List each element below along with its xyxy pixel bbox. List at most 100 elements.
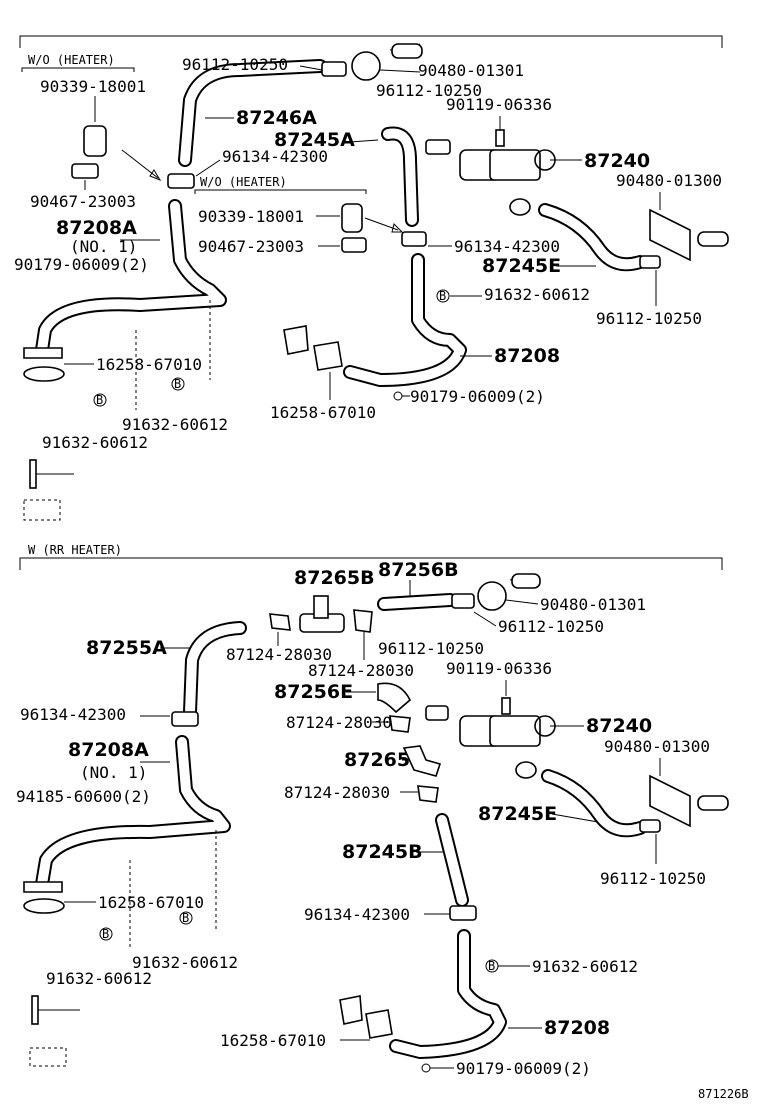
part-96112-10250-bot-a: 96112-10250 (498, 617, 604, 636)
part-91632-60612-bot-left: 91632-60612 (46, 969, 152, 988)
part-87208A-no: (NO. 1) (70, 237, 137, 256)
pipe-87208 (343, 253, 467, 387)
stud-top (29, 459, 37, 489)
part-90467-23003-left: 90467-23003 (30, 192, 136, 211)
part-16258-67010-left: 16258-67010 (96, 355, 202, 374)
gasket-16258-bot-right (365, 1009, 393, 1039)
clamp-96134-bot-a (171, 711, 199, 727)
gasket-16258-bot-left (23, 898, 65, 914)
part-96112-10250-a: 96112-10250 (182, 55, 288, 74)
bottom-section: W (RR HEATER) 87265B 87256B 90480-01301 … (16, 543, 749, 1101)
part-87124-28030-c: 87124-28030 (286, 713, 392, 732)
hose-87256E (377, 682, 411, 714)
part-87240-bot: 87240 (586, 715, 652, 737)
elbow-87265 (402, 745, 442, 777)
part-87208A: 87208A (56, 217, 137, 239)
valve-87240-bot (459, 697, 556, 779)
bolt-mark-top-a (171, 377, 185, 391)
part-96112-10250-bot-c: 96112-10250 (600, 869, 706, 888)
part-91632-60612-bot-right: 91632-60612 (532, 957, 638, 976)
part-87256E: 87256E (274, 681, 353, 703)
part-87208-bot: 87208 (544, 1017, 610, 1039)
clamp-87124-d (417, 785, 439, 803)
part-87245A: 87245A (274, 129, 355, 151)
svg-text:B: B (488, 959, 495, 973)
part-91632-60612-bot-mid: 91632-60612 (132, 953, 238, 972)
part-96134-42300-b: 96134-42300 (454, 237, 560, 256)
part-90179-06009-bot: 90179-06009(2) (456, 1059, 591, 1078)
part-87246A: 87246A (236, 107, 317, 129)
clamp-87124-a (269, 613, 291, 631)
part-87265B: 87265B (294, 567, 375, 589)
gasket-flange-top-right (283, 325, 309, 355)
part-91632-60612-left: 91632-60612 (42, 433, 148, 452)
gasket-16258-right (313, 341, 343, 371)
w-rr-heater-label: W (RR HEATER) (28, 543, 122, 557)
cap-90339-mid (341, 203, 363, 233)
part-16258-67010-bot-left: 16258-67010 (98, 893, 204, 912)
part-87255A: 87255A (86, 637, 167, 659)
clamp-96112-bot-b (425, 705, 449, 721)
part-90119-06336-bot: 90119-06336 (446, 659, 552, 678)
top-section: W/O (HEATER) 90339-18001 90467-23003 961… (14, 35, 729, 521)
plug-90480-01301 (351, 51, 381, 81)
part-87208A-no-bot: (NO. 1) (80, 763, 147, 782)
part-90339-18001-left: 90339-18001 (40, 77, 146, 96)
part-87256B: 87256B (378, 559, 459, 581)
part-16258-67010-bot-right: 16258-67010 (220, 1031, 326, 1050)
part-96112-10250-c: 96112-10250 (596, 309, 702, 328)
top-frame (19, 35, 723, 48)
clamp-96134-top (167, 173, 195, 189)
wo-heater-mid-label: W/O (HEATER) (200, 175, 287, 189)
clamp-96134-b (401, 231, 427, 247)
part-90480-01301-bot: 90480-01301 (540, 595, 646, 614)
bolt-mark-bot-b (99, 927, 113, 941)
svg-text:B: B (102, 927, 109, 941)
bottom-frame (19, 557, 723, 570)
clamp-96112-a (321, 61, 347, 77)
clamp-90467-left (71, 163, 99, 179)
part-96134-42300-bot-b: 96134-42300 (304, 905, 410, 924)
plug-90480-01300-bot (649, 774, 691, 828)
svg-text:B: B (96, 393, 103, 407)
bolt-mark-top-b (93, 393, 107, 407)
part-87208: 87208 (494, 345, 560, 367)
svg-text:B: B (174, 377, 181, 391)
bolt-mark-top-c (436, 289, 450, 303)
part-90179-06009-right: 90179-06009(2) (410, 387, 545, 406)
part-87124-28030-b: 87124-28030 (308, 661, 414, 680)
clamp-87124-c (389, 715, 411, 733)
part-90480-01300: 90480-01300 (616, 171, 722, 190)
cap-90339-left (83, 125, 107, 157)
part-96134-42300-bot-a: 96134-42300 (20, 705, 126, 724)
part-96112-10250-bot-b: 96112-10250 (378, 639, 484, 658)
part-87240: 87240 (584, 150, 650, 172)
part-96112-10250-b: 96112-10250 (376, 81, 482, 100)
svg-text:B: B (439, 289, 446, 303)
stud-bot (31, 995, 39, 1025)
clamp-96134-bot-b (449, 905, 477, 921)
gasket-flange-bot-right (339, 995, 363, 1025)
part-90467-23003-mid: 90467-23003 (198, 237, 304, 256)
part-91632-60612-mid: 91632-60612 (122, 415, 228, 434)
plug-90480-01301-bot (477, 581, 507, 611)
bolt-mark-bot-a (179, 911, 193, 925)
part-87208A-bot: 87208A (68, 739, 149, 761)
tee-87265B (299, 595, 345, 633)
clamp-87124-b (353, 609, 373, 633)
part-87245E: 87245E (482, 255, 561, 277)
part-87265: 87265 (344, 749, 410, 771)
part-90119-06336: 90119-06336 (446, 95, 552, 114)
plug-90480-01300 (649, 208, 691, 262)
part-87124-28030-a: 87124-28030 (226, 645, 332, 664)
part-87245E-bot: 87245E (478, 803, 557, 825)
wo-heater-left-label: W/O (HEATER) (28, 53, 115, 67)
figure-code: 871226B (698, 1087, 749, 1101)
part-16258-67010-right: 16258-67010 (270, 403, 376, 422)
part-90480-01301: 90480-01301 (418, 61, 524, 80)
clamp-96112-b (425, 139, 451, 155)
clamp-90467-mid (341, 237, 367, 253)
part-87245B: 87245B (342, 841, 423, 863)
valve-87240 (459, 129, 556, 216)
